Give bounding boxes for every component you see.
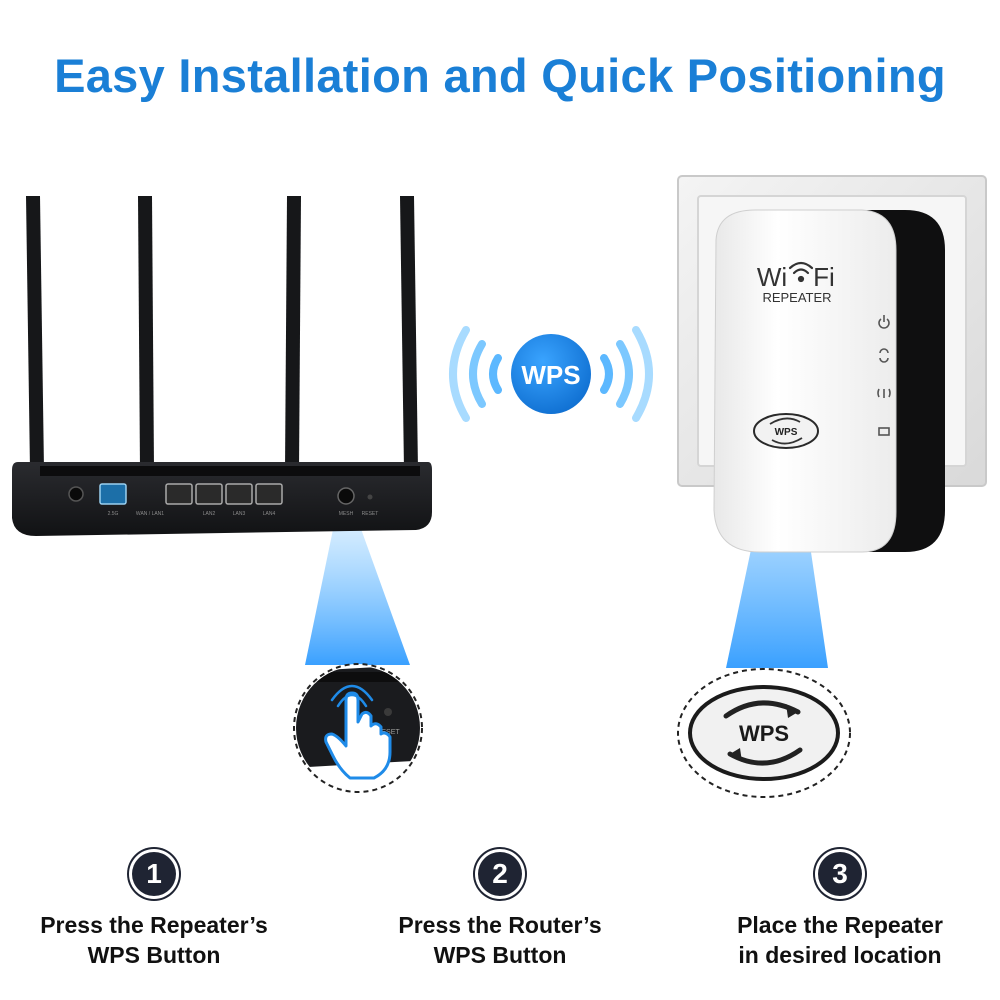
- lan-port-2: [195, 483, 223, 505]
- router-antennas: [26, 196, 418, 470]
- port-label-lan3: LAN3: [233, 511, 246, 517]
- step-1: 1 Press the Repeater’s WPS Button: [4, 852, 304, 970]
- step-line: WPS Button: [87, 942, 221, 968]
- mesh-wps-button[interactable]: [337, 487, 355, 505]
- router-wps-beam: [305, 515, 410, 665]
- repeater-brand-fi: Fi: [813, 262, 835, 292]
- reset-pinhole: [367, 494, 373, 500]
- wireless-status-icon: [877, 388, 891, 398]
- step-number-badge: 1: [132, 852, 176, 896]
- step-line: Press the Router’s: [398, 912, 602, 938]
- wps-signal-badge: WPS: [449, 326, 653, 422]
- signal-waves-left-icon: [449, 326, 502, 422]
- lan-status-icon: [878, 427, 890, 436]
- reset-label: RESET: [362, 511, 379, 517]
- page-title: Easy Installation and Quick Positioning: [54, 49, 946, 102]
- lan-port-3: [225, 483, 253, 505]
- zoom-wps-label: WPS: [739, 721, 789, 746]
- repeater-model-label: REPEATER: [762, 290, 831, 305]
- step-line: in desired location: [738, 942, 942, 968]
- repeater-wps-button-label: WPS: [775, 427, 798, 438]
- sync-status-icon: [879, 348, 889, 363]
- power-port: [68, 486, 84, 502]
- zoom-wps-arrows-icon: [723, 700, 803, 766]
- signal-waves-right-icon: [600, 326, 653, 422]
- power-status-icon: [878, 315, 890, 329]
- step-description: Place the Repeater in desired location: [690, 910, 990, 970]
- lan-port-4: [255, 483, 283, 505]
- step-line: WPS Button: [433, 942, 567, 968]
- pointing-hand-icon: [324, 684, 392, 780]
- step-description: Press the Router’s WPS Button: [350, 910, 650, 970]
- router-zoom-view: RESET: [293, 663, 423, 793]
- port-label-wan: WAN / LAN1: [136, 511, 164, 517]
- wifi-repeater: Wi Fi REPEATER: [713, 209, 945, 553]
- step-number-badge: 3: [818, 852, 862, 896]
- step-2: 2 Press the Router’s WPS Button: [350, 852, 650, 970]
- wps-badge-label: WPS: [521, 360, 580, 390]
- wan-port: [99, 483, 127, 505]
- step-line: Place the Repeater: [737, 912, 943, 938]
- port-label-lan4: LAN4: [263, 511, 276, 517]
- repeater-brand-wi: Wi: [757, 262, 787, 292]
- repeater-zoom-view: WPS: [677, 668, 851, 798]
- router: 2.5G WAN / LAN1 LAN2 LAN3 LAN4 MESH RESE…: [12, 462, 432, 536]
- repeater-wps-button[interactable]: WPS: [753, 413, 819, 449]
- step-3: 3 Place the Repeater in desired location: [690, 852, 990, 970]
- wps-arrows-icon: [769, 417, 803, 445]
- step-number-badge: 2: [478, 852, 522, 896]
- port-label-lan2: LAN2: [203, 511, 216, 517]
- port-label-25g: 2.5G: [108, 511, 119, 517]
- step-line: Press the Repeater’s: [40, 912, 268, 938]
- step-description: Press the Repeater’s WPS Button: [4, 910, 304, 970]
- zoom-reset-label: RESET: [376, 729, 400, 736]
- lan-port-1: [165, 483, 193, 505]
- mesh-label: MESH: [339, 511, 354, 517]
- wifi-logo-icon: [788, 261, 814, 283]
